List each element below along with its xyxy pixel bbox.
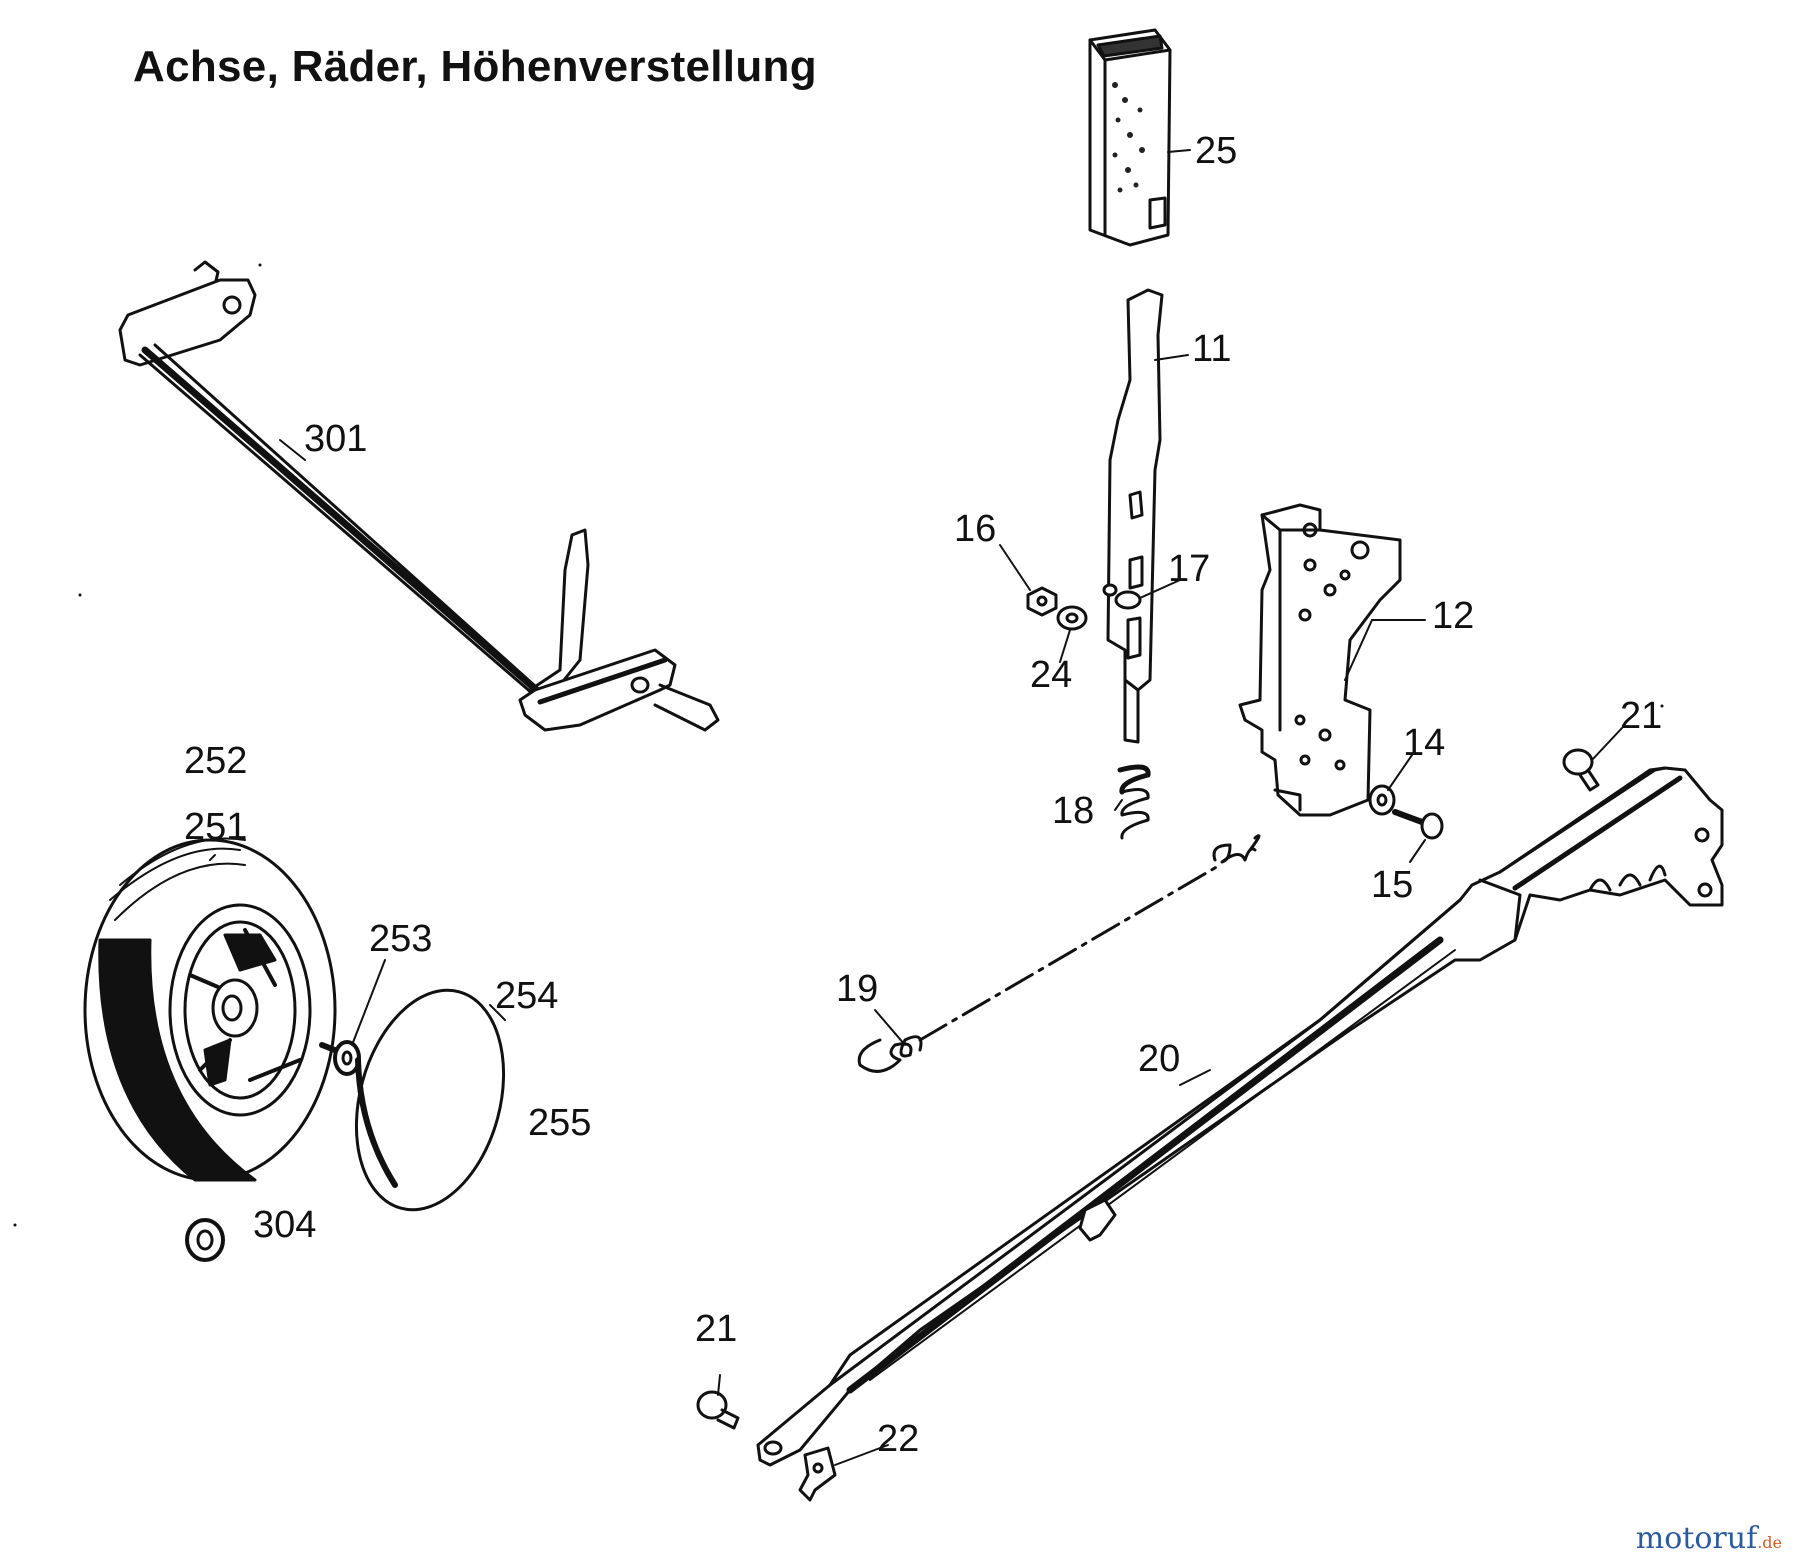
- part-301-axle: [118, 260, 720, 732]
- part-label-16: 16: [954, 508, 997, 550]
- part-19-spring: [857, 834, 1261, 1073]
- part-253-screw: [319, 1040, 361, 1076]
- watermark-logo: motoruf.de: [1636, 1521, 1782, 1556]
- part-label-14: 14: [1403, 722, 1446, 764]
- part-label-304: 304: [253, 1204, 317, 1246]
- part-label-254: 254: [495, 975, 559, 1017]
- part-21-bolt-bottom: [696, 1390, 740, 1430]
- part-label-21-top: 21: [1620, 695, 1663, 737]
- part-label-301: 301: [304, 418, 368, 460]
- part-label-22: 22: [877, 1418, 920, 1460]
- part-label-255: 255: [528, 1102, 592, 1144]
- watermark-suffix: .de: [1757, 1533, 1782, 1552]
- part-21-bolt-top: [1562, 748, 1600, 792]
- part-label-15: 15: [1371, 864, 1414, 906]
- part-17-pin: [1102, 583, 1142, 610]
- part-label-251: 251: [184, 806, 248, 848]
- part-15-bolt: [1392, 809, 1444, 840]
- part-label-253: 253: [369, 918, 433, 960]
- part-label-17: 17: [1168, 548, 1211, 590]
- part-label-18: 18: [1052, 790, 1095, 832]
- watermark-text: motoruf: [1635, 1521, 1758, 1556]
- part-label-20: 20: [1138, 1038, 1181, 1080]
- part-20-handle-bar: [756, 766, 1724, 1467]
- part-24-washer: [1056, 605, 1088, 631]
- part-254-hub-cap: [354, 988, 506, 1212]
- part-label-25: 25: [1195, 130, 1238, 172]
- part-label-19: 19: [836, 968, 879, 1010]
- part-12-bracket: [1238, 503, 1402, 817]
- part-label-24: 24: [1030, 654, 1073, 696]
- part-18-spring: [1117, 764, 1151, 840]
- part-304-washer: [185, 1218, 225, 1262]
- part-label-21-bottom: 21: [695, 1308, 738, 1350]
- part-16-nut: [1026, 586, 1058, 617]
- part-label-11: 11: [1192, 328, 1232, 370]
- part-25-handle-cap: [1088, 28, 1172, 247]
- part-14-washer: [1368, 784, 1396, 816]
- print-specks: [13, 263, 1664, 1227]
- part-11-adjust-lever: [1106, 288, 1164, 744]
- leader-lines: [209, 149, 1623, 1466]
- part-label-12: 12: [1432, 595, 1475, 637]
- part-label-252: 252: [184, 740, 248, 782]
- diagram-title: Achse, Räder, Höhenverstellung: [133, 42, 817, 91]
- part-22-clip: [798, 1446, 837, 1502]
- part-251-wheel: [83, 837, 337, 1182]
